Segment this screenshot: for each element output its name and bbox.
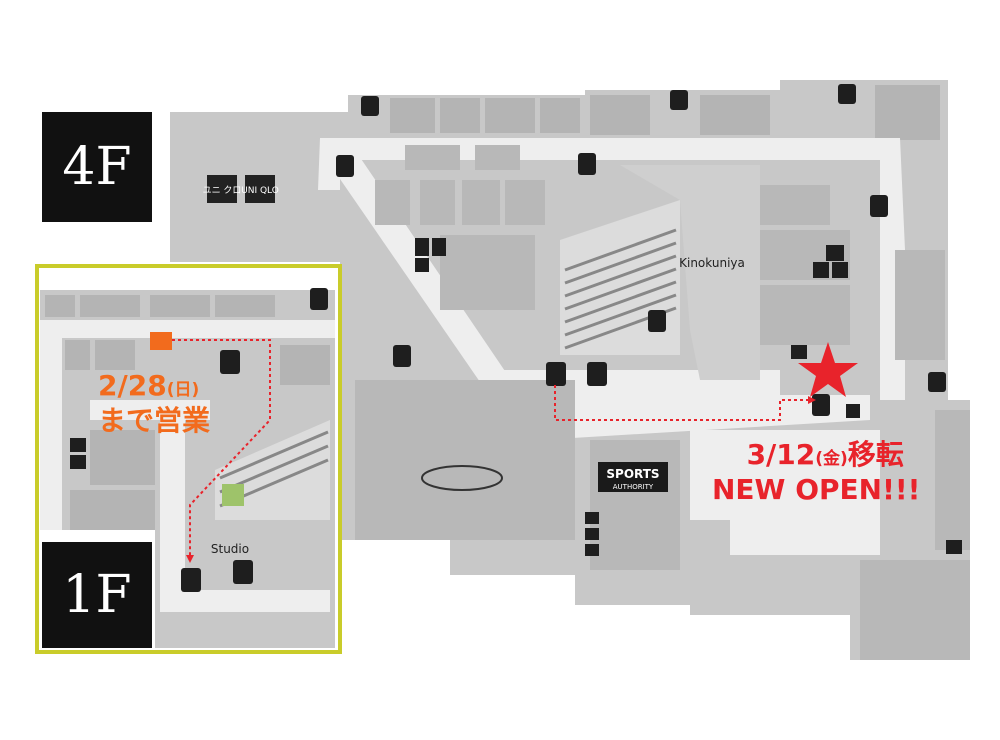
old-location-status: まで営業 [98,404,211,437]
inset-border [35,264,342,654]
shop-icon [310,288,328,310]
green-store-block [222,484,244,506]
shop-icon [233,560,253,584]
shop-icon [181,568,201,592]
shop-icon [336,155,354,177]
exit-icon [946,540,962,554]
shop-icon [928,372,946,392]
elevator-icon [813,262,829,278]
shop-icon [587,362,607,386]
shop-icon [812,394,830,416]
corridors-1f [40,320,335,612]
uniqlo-logo: ユニ クロ UNI QLO [203,175,279,203]
search-icon [846,404,860,418]
new-location-star [798,342,858,397]
shop-icon [578,153,596,175]
new-date-text: 3/12 [746,438,816,471]
old-location-date: 2/28(日) [98,368,210,403]
old-location-notice: 2/28(日) まで営業 [98,368,210,438]
shop-icon [838,84,856,104]
restaurant-logo [421,465,503,491]
floor-badge-4f: 4F [42,112,152,222]
shop-icon [546,362,566,386]
facility-icons-1f [70,288,328,592]
route-arrowhead-1f [186,555,194,563]
shop-icon [870,195,888,217]
shop-icon [648,310,666,332]
old-day-text: (日) [166,380,200,400]
sports-authority-logo: SPORTS AUTHORITY [598,462,668,492]
floor-1f-label: 1F [62,565,132,625]
floor-4f-plan: ユニ クロ UNI QLO Kinokuniya SPORTS AUTHORIT… [170,80,970,660]
shop-icon [220,350,240,374]
old-location-marker [150,332,172,350]
new-open-text: NEW OPEN!!! [712,473,921,506]
new-location-notice: 3/12(金)移転 NEW OPEN!!! [712,437,920,507]
shop-icon [393,345,411,367]
shop-blocks-1f [45,295,330,530]
facility-icons-4f [336,84,962,556]
elevator-icon [826,245,844,261]
shop-blocks-top [390,85,940,140]
floor-badge-1f: 1F [42,542,152,648]
route-arrowhead [808,396,816,404]
shop-blocks-interior [355,145,970,660]
shop-icon [670,90,688,110]
sports-label-line1: SPORTS [606,467,659,481]
floor-4f-label: 4F [62,137,132,197]
new-location-date: 3/12(金)移転 [730,437,920,472]
relocation-text: 移転 [847,438,904,471]
studio-label: Studio [211,542,249,556]
restroom-icon [585,512,599,524]
restroom-icon [432,238,446,256]
restroom-icon [585,528,599,540]
uniqlo-latin: UNI QLO [241,186,279,196]
uniqlo-katakana: ユニ クロ [203,185,242,196]
transfer-route-4f [554,385,808,421]
restroom-icon [70,438,86,452]
restroom-icon [585,544,599,556]
floor-1f-footprint [40,290,335,648]
shop-icon [361,96,379,116]
new-day-text: (金) [815,449,848,469]
kinokuniya-label: Kinokuniya [679,256,745,270]
restroom-icon [415,258,429,272]
floor-1f-inset: Studio [35,264,342,654]
info-icon [791,345,807,359]
sports-label-line2: AUTHORITY [613,483,654,491]
elevator-icon [832,262,848,278]
restroom-icon [70,455,86,469]
old-date-text: 2/28 [98,369,167,402]
restroom-icon [415,238,429,256]
